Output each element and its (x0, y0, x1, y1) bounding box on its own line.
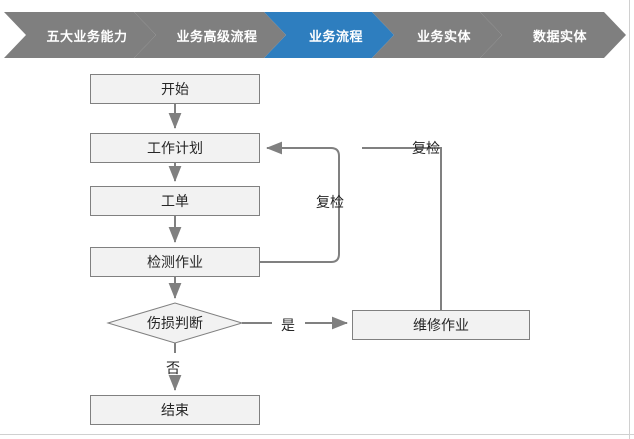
node-end[interactable]: 结束 (90, 395, 260, 425)
frame-bottom-border (0, 434, 634, 435)
node-work-order[interactable]: 工单 (90, 186, 260, 216)
breadcrumb-item-label: 业务流程 (308, 29, 363, 45)
edge-label-recheck-inner: 复检 (316, 195, 344, 211)
node-label: 维修作业 (413, 318, 469, 334)
breadcrumb-item-4[interactable]: 数据实体 (480, 12, 626, 58)
node-label: 工作计划 (147, 141, 203, 157)
edge-recheck-inner (260, 141, 340, 263)
breadcrumb-item-label: 数据实体 (532, 29, 587, 45)
node-label: 检测作业 (147, 255, 203, 271)
node-work-plan[interactable]: 工作计划 (90, 133, 260, 163)
decision-diamond-shape (106, 302, 244, 344)
breadcrumb-item-0[interactable]: 五大业务能力 (4, 12, 156, 58)
breadcrumb-item-label: 业务高级流程 (176, 29, 258, 45)
breadcrumb-item-1[interactable]: 业务高级流程 (134, 12, 286, 58)
node-label: 工单 (161, 194, 189, 210)
node-label: 伤损判断 (147, 316, 203, 332)
node-start[interactable]: 开始 (90, 74, 260, 104)
edge-label-yes: 是 (281, 318, 295, 334)
node-repair[interactable]: 维修作业 (352, 310, 530, 340)
breadcrumb-item-label: 五大业务能力 (46, 29, 128, 45)
breadcrumb-item-label: 业务实体 (416, 29, 471, 45)
edge-recheck-outer (362, 147, 442, 310)
edge-label-no: 否 (166, 361, 180, 377)
edge-label-recheck-outer: 复检 (412, 141, 440, 157)
node-inspection[interactable]: 检测作业 (90, 247, 260, 277)
breadcrumb: 五大业务能力 业务高级流程 业务流程 业务实体 数据实体 (0, 12, 634, 58)
node-label: 结束 (161, 403, 189, 419)
node-label: 开始 (161, 82, 189, 98)
frame-right-border (629, 0, 630, 439)
node-damage-decision[interactable]: 伤损判断 (108, 303, 242, 343)
